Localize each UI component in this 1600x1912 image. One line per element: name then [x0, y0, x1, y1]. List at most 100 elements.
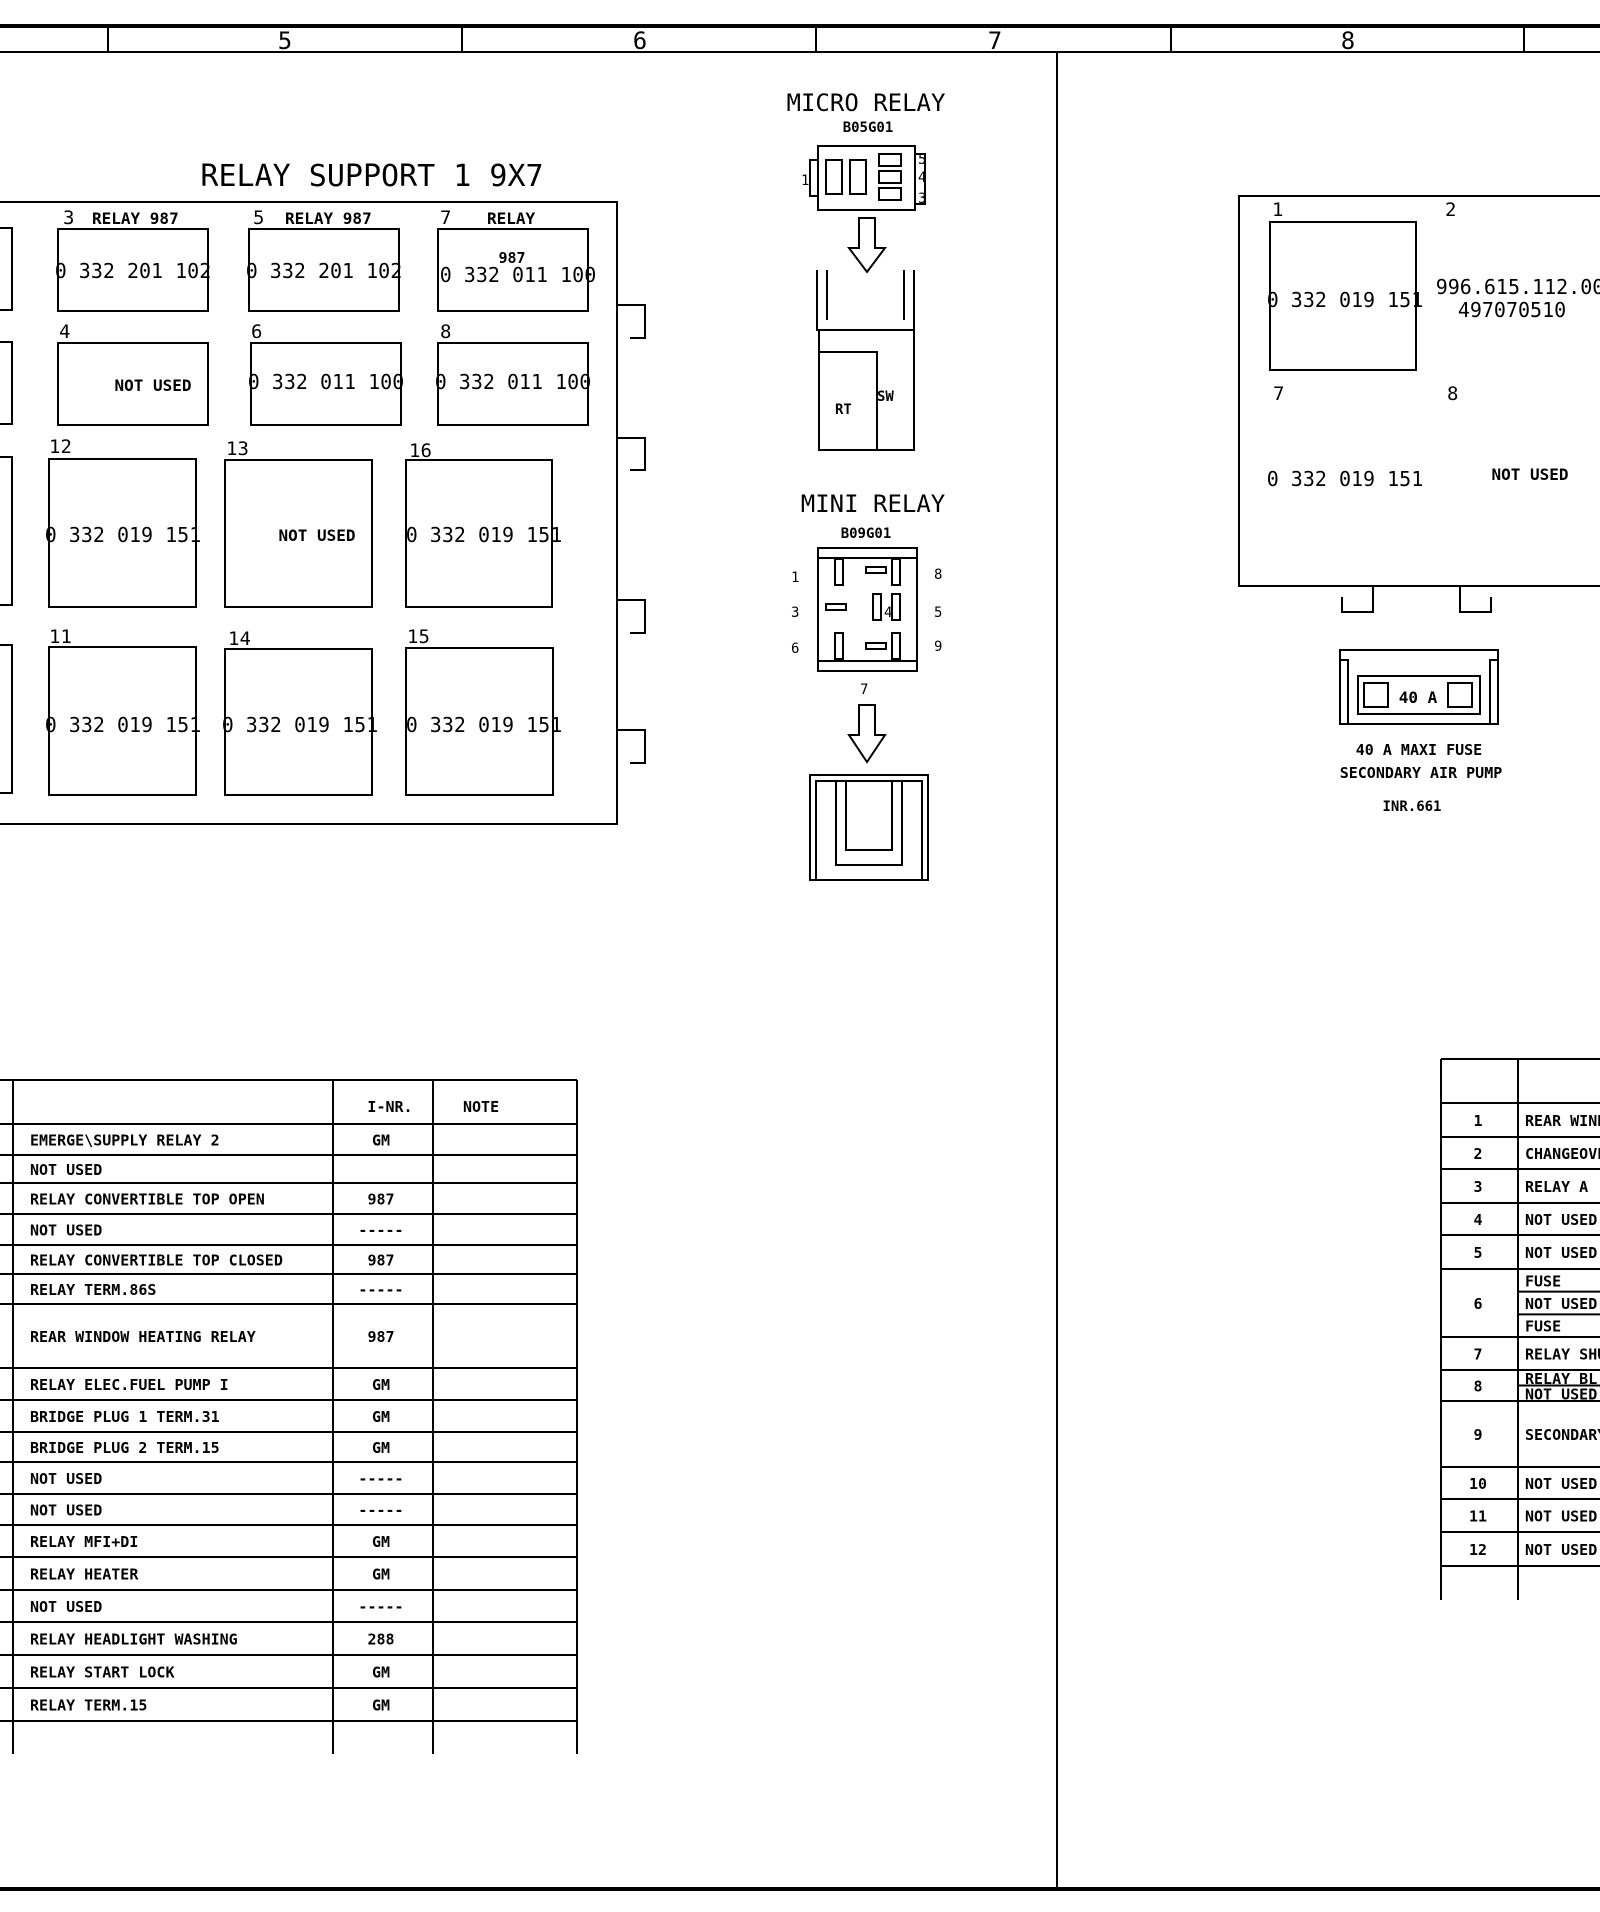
relay-slot-15: 15 0 332 019 151 — [405, 626, 562, 796]
row-description: RELAY CONVERTIBLE TOP CLOSED — [30, 1252, 283, 1270]
relay-slot-7: 7 RELAY 987 0 332 011 100 — [437, 207, 597, 312]
row-inr: ----- — [358, 1502, 403, 1520]
pin-label: 1 — [791, 570, 799, 586]
relay-slot-3: 3 RELAY 987 0 332 201 102 — [55, 207, 211, 312]
relay-slot-4: 4 NOT USED — [57, 321, 209, 426]
fuse-value: 40 A — [1399, 688, 1438, 707]
relay-support-2: 1 0 332 019 151 2 996.615.112.00 4970705… — [1238, 195, 1600, 613]
row-description: BRIDGE PLUG 2 TERM.15 — [30, 1439, 220, 1457]
row-description: REAR WIND — [1525, 1112, 1600, 1130]
row-inr: 987 — [367, 1252, 394, 1270]
row-description: REAR WINDOW HEATING RELAY — [30, 1328, 256, 1346]
top-ruler: 5 6 7 8 — [0, 24, 1600, 55]
row-inr: GM — [372, 1439, 390, 1457]
relay-support-title: RELAY SUPPORT 1 9X7 — [200, 159, 543, 194]
slot-number: 1 — [1272, 199, 1283, 221]
relay-slot-16: 16 0 332 019 151 — [405, 440, 563, 608]
micro-relay-diagram: MICRO RELAY B05G01 1 5 4 3 RT SW — [787, 89, 946, 451]
slot-number: 2 — [1445, 199, 1456, 221]
slot-part-number: 0 332 201 102 — [246, 259, 403, 283]
row-description: NOT USED — [30, 1161, 102, 1179]
relay-slot-11: 11 0 332 019 151 — [45, 626, 201, 796]
slot-part-number: 0 332 011 100 — [248, 370, 405, 394]
slot-number: 15 — [407, 626, 430, 648]
relay-slot-12: 12 0 332 019 151 — [45, 436, 202, 608]
slot-number: 13 — [226, 438, 249, 460]
row-description: NOT USED — [1525, 1211, 1597, 1229]
slot-part-number: 0 332 011 100 — [440, 263, 597, 287]
pin-label: 9 — [934, 639, 942, 655]
row-description: NOT USED — [30, 1502, 102, 1520]
slot-number: 16 — [409, 440, 432, 462]
row-description: RELAY MFI+DI — [30, 1533, 138, 1551]
row-description: RELAY A — [1525, 1178, 1588, 1196]
pin-label: 7 — [860, 682, 868, 698]
mini-relay-code: B09G01 — [841, 526, 892, 542]
table-row: NOT USED----- — [30, 1470, 404, 1488]
table-row: 4 NOT USED — [1473, 1211, 1597, 1229]
relay-slot-8: 8 0 332 011 100 — [435, 321, 591, 426]
slot-number: 7 — [1273, 383, 1284, 405]
ruler-label-6: 6 — [633, 27, 647, 55]
slot-number: 12 — [49, 436, 72, 458]
row-description: NOT USED — [1525, 1475, 1597, 1493]
ruler-label-8: 8 — [1341, 27, 1355, 55]
row-number: 12 — [1469, 1541, 1487, 1559]
pin-label: 1 — [801, 173, 809, 189]
pin-label: 5 — [918, 152, 926, 168]
row-number: 2 — [1473, 1145, 1482, 1163]
arrow-down-icon — [847, 217, 887, 274]
table-row: 2 CHANGEOVE — [1473, 1145, 1600, 1163]
pin-label: 4 — [918, 170, 926, 186]
slot-part-number: NOT USED — [1491, 465, 1568, 484]
fuse-desc-2: SECONDARY AIR PUMP — [1340, 764, 1503, 782]
slot-part-number: NOT USED — [114, 376, 191, 395]
slot-number: 14 — [228, 628, 251, 650]
row-inr: 987 — [367, 1328, 394, 1346]
row-description: RELAY START LOCK — [30, 1664, 175, 1682]
row-description: NOT USED — [30, 1222, 102, 1240]
row-description: RELAY HEATER — [30, 1566, 139, 1584]
sw-label: SW — [877, 389, 894, 405]
relay-support-1: RELAY SUPPORT 1 9X7 3 RELAY 987 0 332 20… — [0, 159, 646, 825]
mini-relay-diagram: MINI RELAY B09G01 1 3 6 8 5 9 4 7 — [791, 490, 946, 881]
pin-label: 8 — [934, 567, 942, 583]
row-description: FUSE — [1525, 1318, 1561, 1336]
slot-part-number: 0 332 019 151 — [45, 523, 202, 547]
row-description: EMERGE\SUPPLY RELAY 2 — [30, 1132, 220, 1150]
row-inr: GM — [372, 1533, 390, 1551]
row-number: 7 — [1473, 1346, 1482, 1364]
row-description: CHANGEOVE — [1525, 1145, 1600, 1163]
slot-part-number: 0 332 019 151 — [1267, 467, 1424, 491]
table-row: 3 RELAY A — [1473, 1178, 1588, 1196]
table-row: BRIDGE PLUG 2 TERM.15 GM — [30, 1439, 390, 1457]
row-number: 3 — [1473, 1178, 1482, 1196]
row-description: RELAY ELEC.FUEL PUMP I — [30, 1376, 229, 1394]
slot-number: 5 — [253, 207, 264, 229]
row-number: 4 — [1473, 1211, 1482, 1229]
relay-slot-13: 13 NOT USED — [224, 438, 373, 608]
slot-part-number: 996.615.112.00 — [1436, 275, 1600, 299]
row-number: 9 — [1473, 1426, 1482, 1444]
arrow-down-icon — [847, 704, 887, 764]
row-description: NOT USED — [1525, 1508, 1597, 1526]
row-description: RELAY TERM.86S — [30, 1281, 156, 1299]
slot-part-number: 0 332 019 151 — [406, 523, 563, 547]
row-number: 6 — [1473, 1295, 1482, 1313]
slot-header: RELAY 987 — [285, 209, 372, 228]
fuse-inr: INR.661 — [1382, 799, 1441, 815]
table-row: REAR WINDOW HEATING RELAY 987 — [30, 1328, 395, 1346]
row-description: NOT USED — [1525, 1244, 1597, 1262]
row-inr: 987 — [367, 1191, 394, 1209]
